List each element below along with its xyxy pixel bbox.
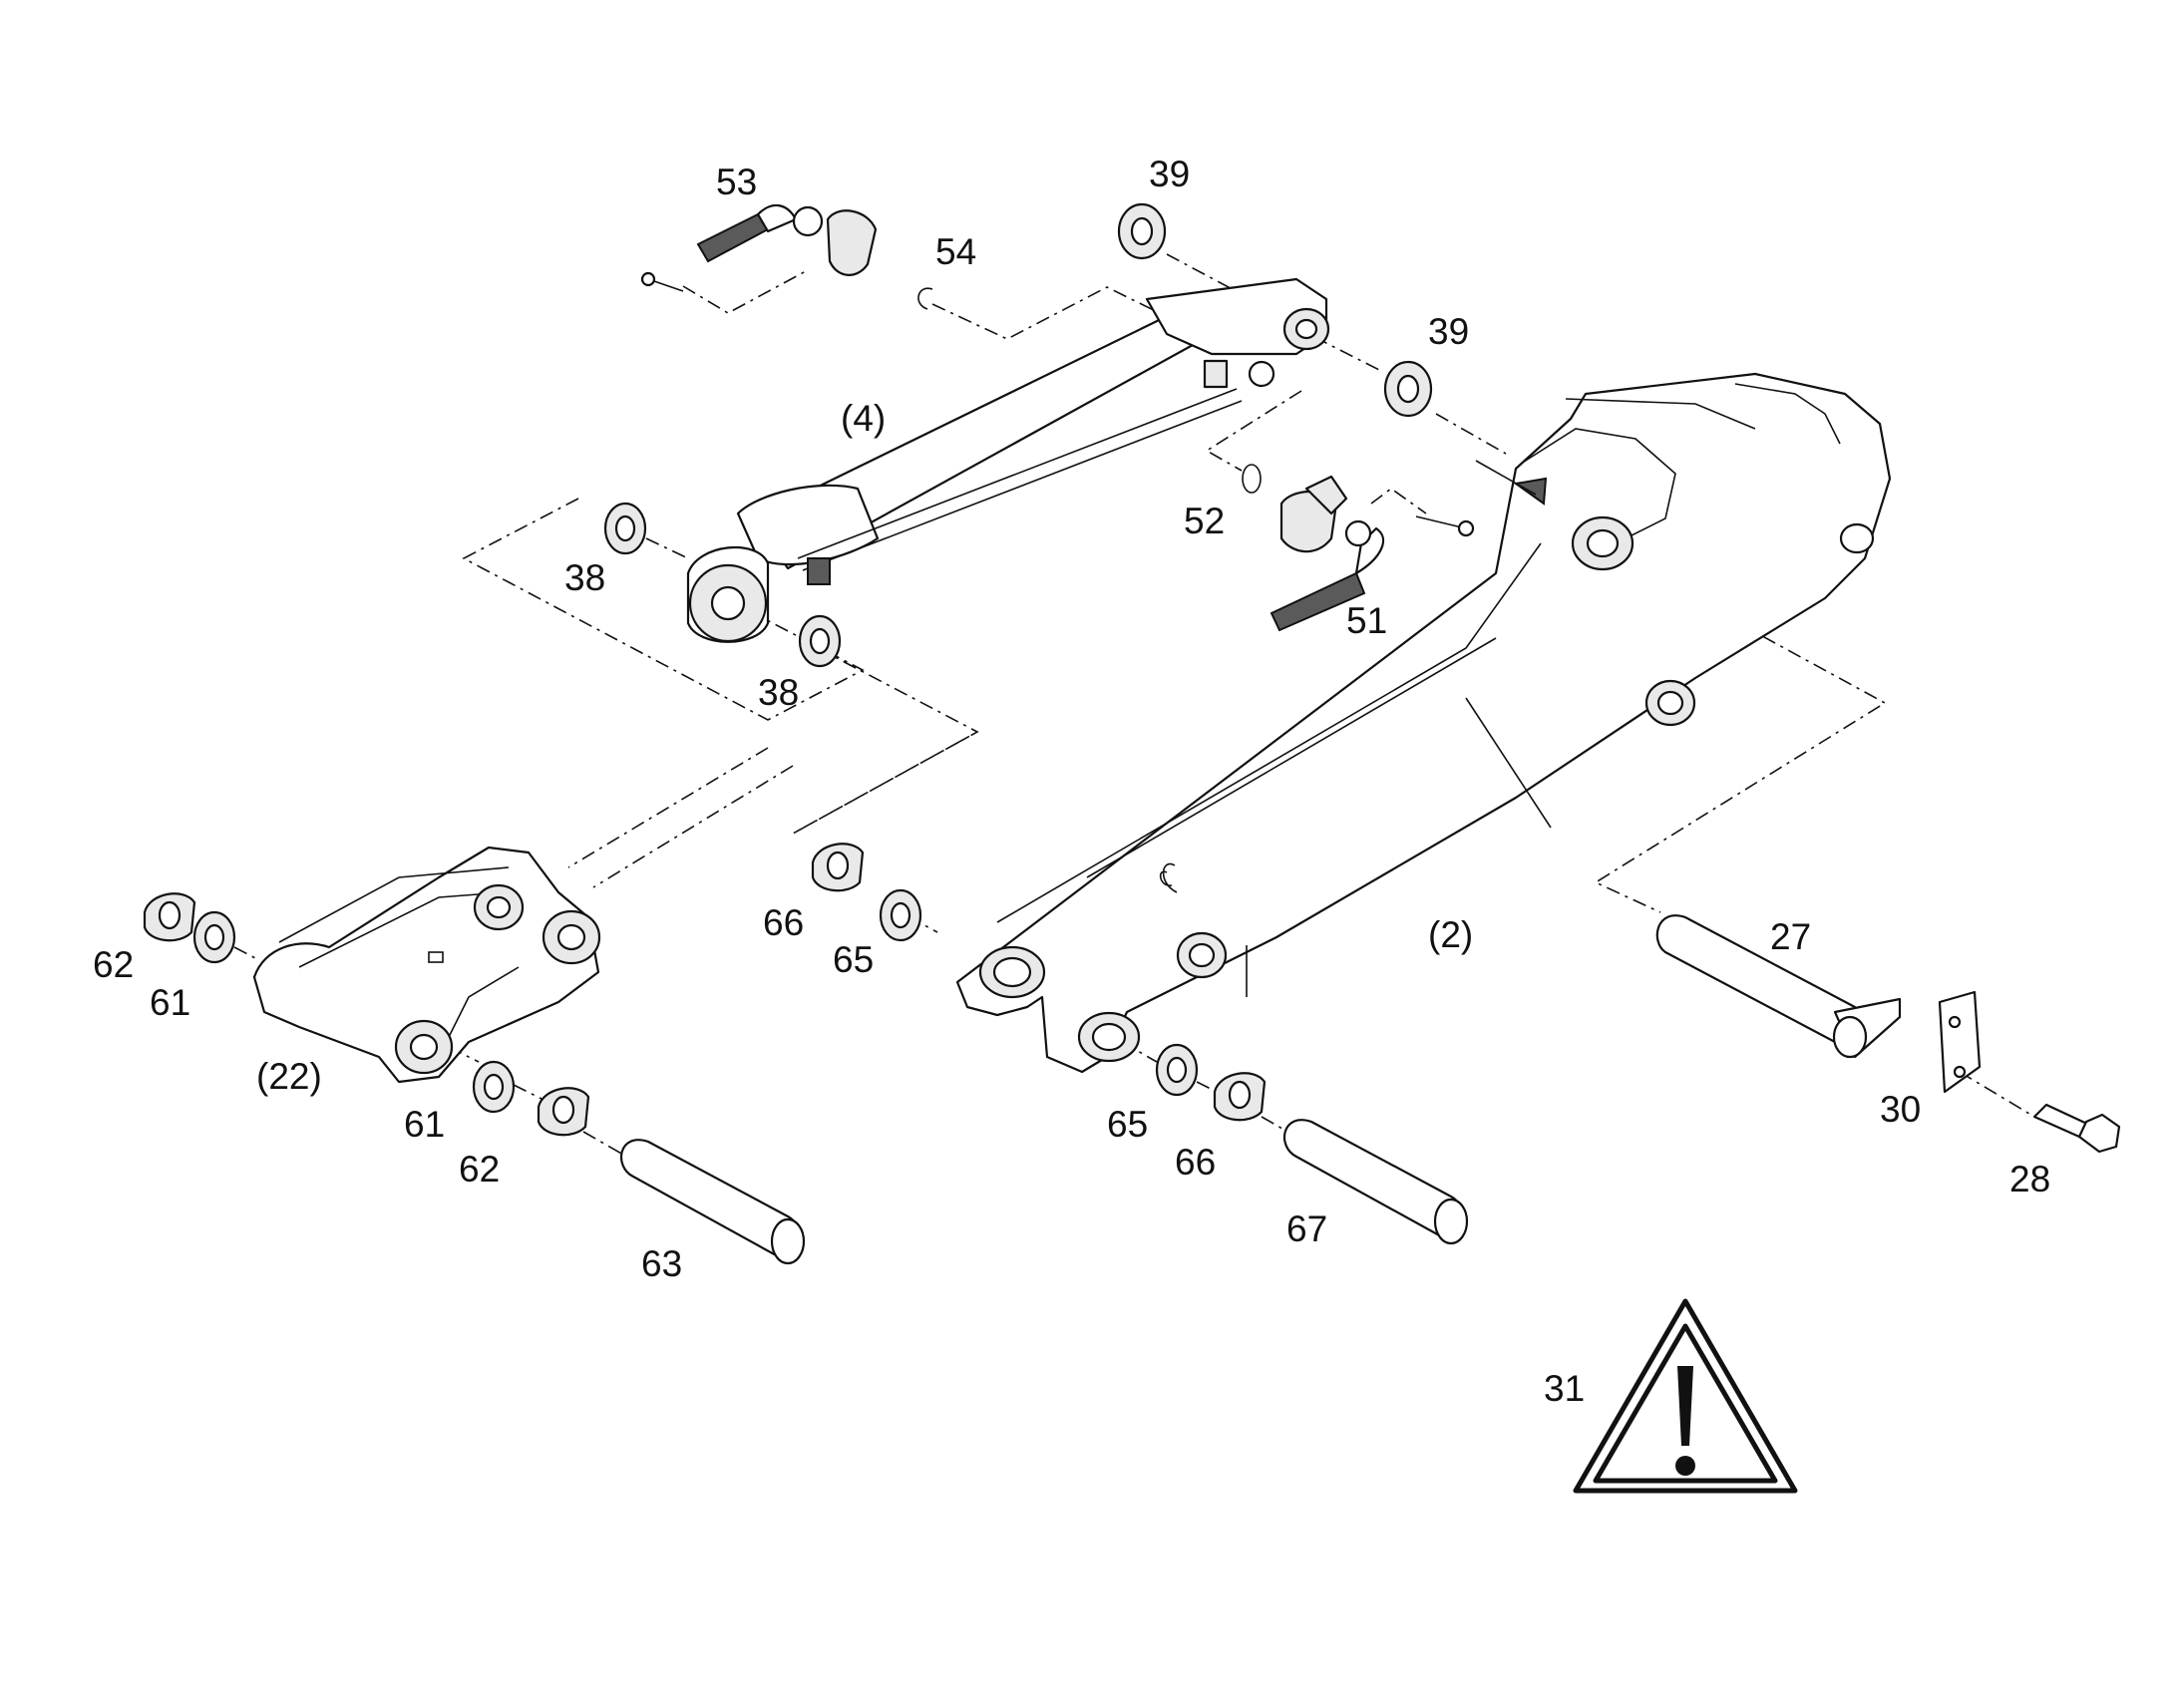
pivot-bracket-part-22 — [252, 846, 601, 1084]
callout-28: 28 — [2009, 1159, 2050, 1199]
callout-4: (4) — [841, 398, 886, 439]
callout-66-left: 66 — [763, 902, 804, 943]
callout-31: 31 — [1544, 1368, 1585, 1409]
washers — [192, 202, 1433, 1114]
pins — [619, 914, 1902, 1265]
bolt-part-28 — [2032, 1103, 2121, 1154]
callout-54: 54 — [935, 231, 976, 272]
callout-labels: 53 54 39 39 (4) 52 38 38 51 66 65 62 61 … — [93, 154, 2050, 1409]
retaining-clips — [143, 843, 1267, 1137]
callout-62-right: 62 — [459, 1149, 500, 1190]
callout-61-right: 61 — [404, 1104, 445, 1145]
boom-part-2 — [955, 372, 1892, 1074]
warning-triangle-icon — [1573, 1298, 1798, 1494]
callout-67: 67 — [1286, 1208, 1327, 1249]
callout-39-top: 39 — [1149, 154, 1190, 194]
o-ring-part-52 — [1242, 464, 1262, 494]
callout-39-right: 39 — [1428, 311, 1469, 352]
hydraulic-cylinder-part-4 — [686, 277, 1330, 643]
hose-fitting-part-51 — [1270, 475, 1475, 632]
callout-62-left: 62 — [93, 944, 134, 985]
callout-63: 63 — [641, 1243, 682, 1284]
callout-30: 30 — [1880, 1089, 1921, 1130]
hose-fitting-part-53 — [640, 203, 878, 292]
callout-51: 51 — [1346, 600, 1387, 641]
callout-52: 52 — [1184, 501, 1225, 541]
callout-65-left: 65 — [833, 939, 874, 980]
callout-65-right: 65 — [1107, 1104, 1148, 1145]
callout-66-right: 66 — [1175, 1142, 1216, 1183]
o-ring-part-54 — [917, 287, 933, 310]
callout-38-bottom: 38 — [758, 672, 799, 713]
lock-plate-part-30 — [1938, 990, 1982, 1094]
callout-38-left: 38 — [564, 557, 605, 598]
callout-53: 53 — [716, 162, 757, 202]
callout-27: 27 — [1770, 916, 1811, 957]
callout-22: (22) — [256, 1056, 322, 1097]
callout-61-left: 61 — [150, 982, 190, 1023]
callout-2: (2) — [1428, 914, 1473, 955]
